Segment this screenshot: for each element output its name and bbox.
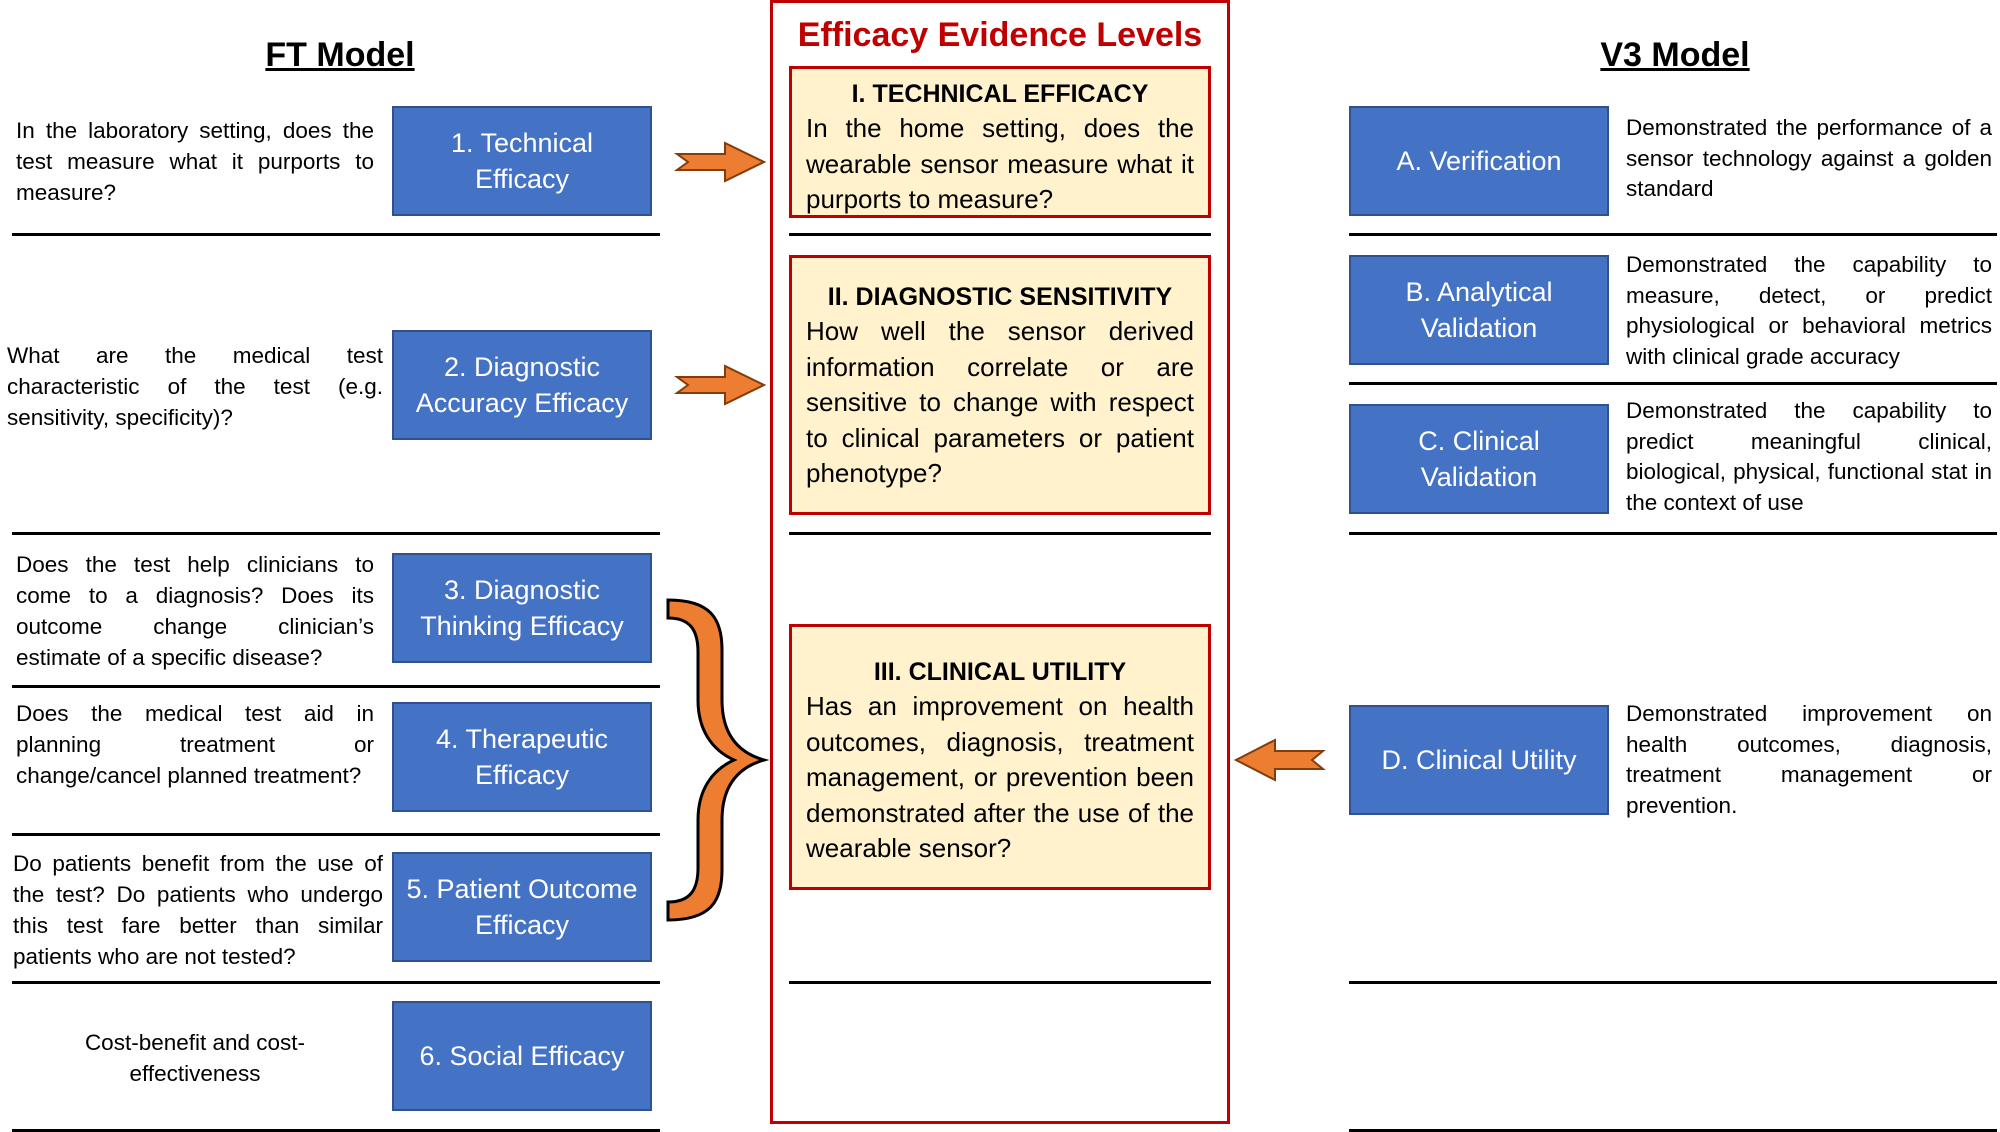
evidence-levels-title: Efficacy Evidence Levels [797, 16, 1203, 54]
level-diagnostic-sensitivity: II. DIAGNOSTIC SENSITIVITY How well the … [789, 255, 1211, 515]
ft-model-heading: FT Model [265, 36, 415, 74]
level-3-title: III. CLINICAL UTILITY [873, 658, 1127, 686]
level-clinical-utility: III. CLINICAL UTILITY Has an improvement… [789, 624, 1211, 890]
ft-divider-4 [12, 833, 660, 836]
ft-divider-3 [12, 685, 660, 688]
v3-model-heading: V3 Model [1600, 36, 1750, 74]
v3-box-verification: A. Verification [1349, 106, 1609, 216]
ft-question-4: Does the medical test aid in planning tr… [16, 701, 374, 788]
level-1-body: In the home setting, does the wearable s… [806, 113, 1194, 214]
v3-box-clinical-validation: C. Clinical Validation [1349, 404, 1609, 514]
v3-divider-2 [1349, 382, 1997, 385]
curly-brace-icon [666, 598, 770, 922]
ft-question-5: Do patients benefit from the use of the … [13, 851, 383, 969]
v3-desc-analytical-validation: Demonstrated the capability to measure, … [1626, 252, 1992, 369]
v3-divider-4 [1349, 981, 1997, 984]
v3-box-clinical-utility: D. Clinical Utility [1349, 705, 1609, 815]
ft-box-technical-efficacy: 1. Technical Efficacy [392, 106, 652, 216]
evidence-levels-panel [770, 0, 1230, 1124]
level-3-body: Has an improvement on health outcomes, d… [806, 691, 1194, 863]
center-divider-3 [789, 981, 1211, 984]
ft-divider-2 [12, 532, 660, 535]
level-2-body: How well the sensor derived information … [806, 316, 1194, 488]
ft-box-patient-outcome-efficacy: 5. Patient Outcome Efficacy [392, 852, 652, 962]
v3-desc-verification: Demonstrated the performance of a sensor… [1626, 115, 1992, 201]
center-divider-2 [789, 532, 1211, 535]
ft-divider-1 [12, 233, 660, 236]
level-2-title: II. DIAGNOSTIC SENSITIVITY [827, 283, 1173, 311]
ft-box-diagnostic-accuracy-efficacy: 2. Diagnostic Accuracy Efficacy [392, 330, 652, 440]
arrow-left-icon [1233, 738, 1326, 782]
ft-box-social-efficacy: 6. Social Efficacy [392, 1001, 652, 1111]
ft-question-3: Does the test help clinicians to come to… [16, 552, 374, 670]
arrow-right-icon [673, 141, 767, 183]
level-technical-efficacy: I. TECHNICAL EFFICACY In the home settin… [789, 66, 1211, 218]
level-1-title: I. TECHNICAL EFFICACY [851, 80, 1149, 108]
v3-box-analytical-validation: B. Analytical Validation [1349, 255, 1609, 365]
center-divider-1 [789, 233, 1211, 236]
ft-divider-5 [12, 981, 660, 984]
arrow-right-icon [673, 364, 767, 406]
ft-question-6: Cost-benefit and cost-effectiveness [84, 1030, 306, 1086]
ft-question-2: What are the medical test characteristic… [7, 343, 383, 430]
v3-desc-clinical-utility: Demonstrated improvement on health outco… [1626, 701, 1992, 818]
ft-question-1: In the laboratory setting, does the test… [16, 118, 374, 205]
v3-divider-1 [1349, 233, 1997, 236]
ft-box-therapeutic-efficacy: 4. Therapeutic Efficacy [392, 702, 652, 812]
v3-desc-clinical-validation: Demonstrated the capability to predict m… [1626, 398, 1992, 515]
ft-box-diagnostic-thinking-efficacy: 3. Diagnostic Thinking Efficacy [392, 553, 652, 663]
v3-divider-3 [1349, 532, 1997, 535]
